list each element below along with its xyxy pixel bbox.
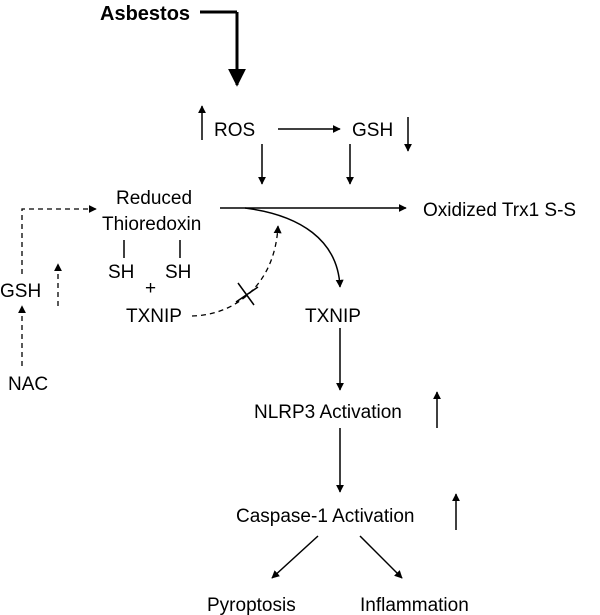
release-txnip-arrow <box>244 207 344 288</box>
reduced-label: Reduced <box>116 188 192 209</box>
asbestos-label: Asbestos <box>100 3 190 25</box>
pyroptosis-label: Pyroptosis <box>207 595 296 615</box>
txnip-right-label: TXNIP <box>305 306 361 327</box>
txnip-left-label: TXNIP <box>126 306 182 327</box>
ros-label: ROS <box>214 120 255 141</box>
caspase-to-inflammation-arrow <box>359 535 403 579</box>
inflammation-label: Inflammation <box>360 595 469 615</box>
gsh-top-label: GSH <box>352 120 393 141</box>
caspase-to-pyroptosis-arrow <box>271 535 319 579</box>
thioredoxin-label: Thioredoxin <box>102 214 201 235</box>
sh-right-label: SH <box>165 262 191 283</box>
nac-label: NAC <box>8 374 48 395</box>
plus-label: + <box>145 278 156 299</box>
txnip-binding-dashed-arrow <box>191 225 282 317</box>
nlrp3-activation-label: NLRP3 Activation <box>254 402 402 423</box>
gsh-to-reduced-dashed-arrow <box>21 205 97 274</box>
gsh-left-label: GSH <box>0 281 41 302</box>
oxidized-trx1-label: Oxidized Trx1 S-S <box>423 200 576 221</box>
caspase-1-activation-label: Caspase-1 Activation <box>236 506 415 527</box>
sh-left-label: SH <box>108 262 134 283</box>
binding-blocked-cross-icon <box>235 282 259 306</box>
